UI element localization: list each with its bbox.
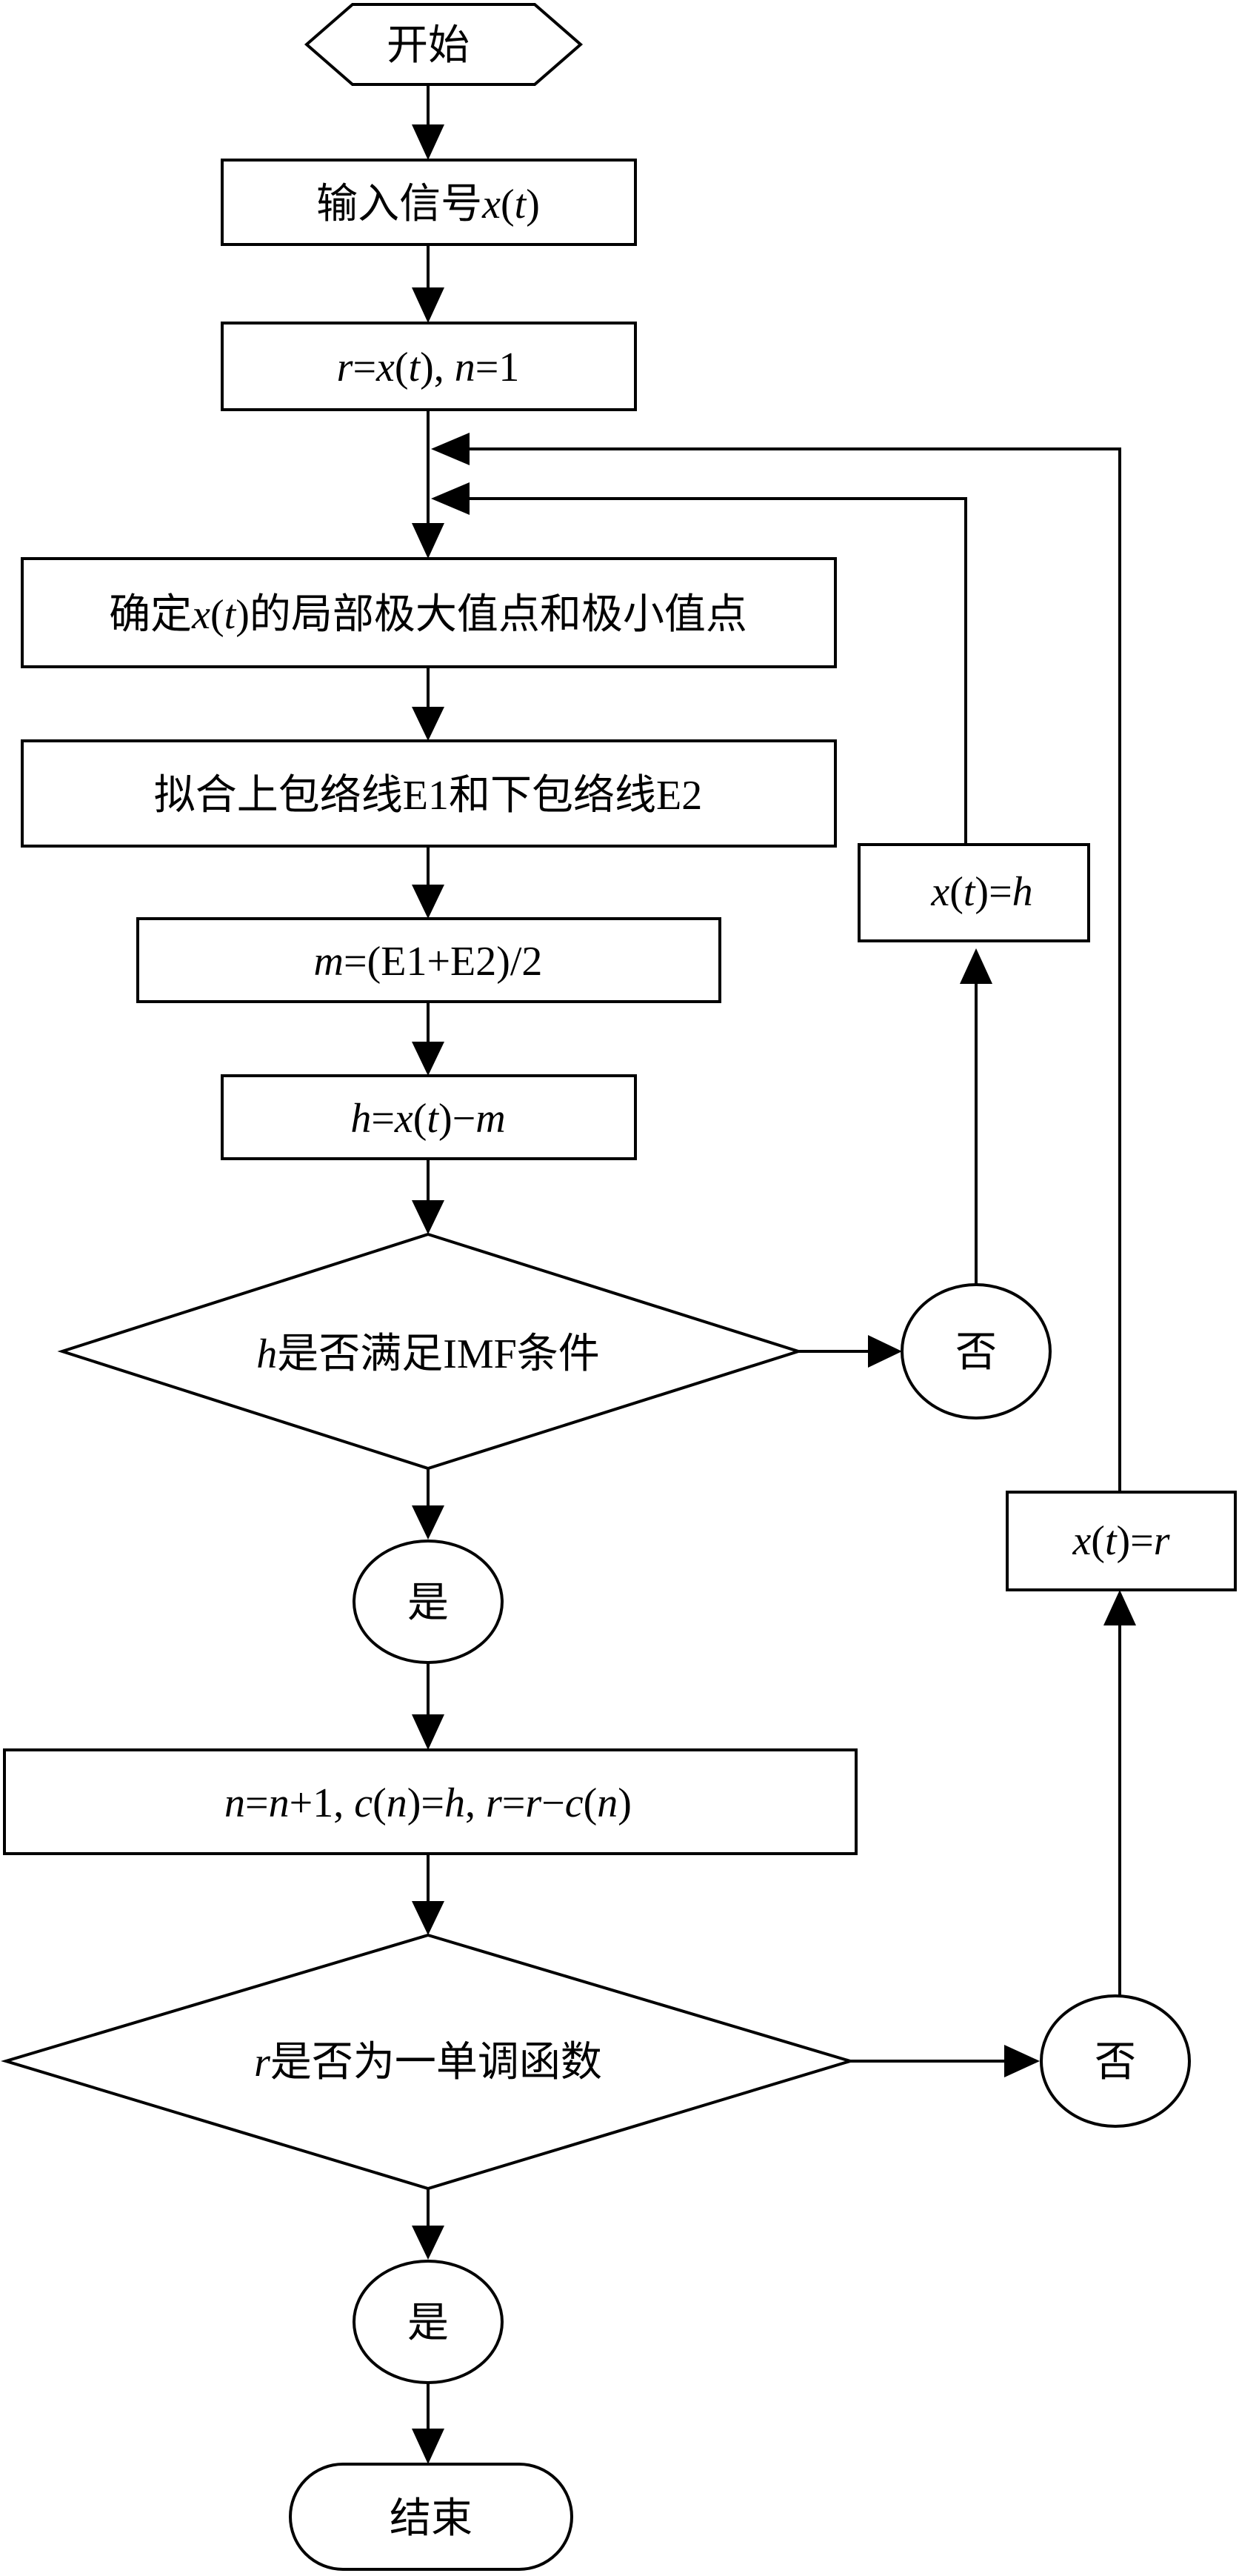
arrowhead [412,287,444,323]
node-diff: h=x(t)−m [221,1074,637,1160]
extrema-label: 确定x(t)的局部极大值点和极小值点 [109,592,747,638]
set-xh-label: x(t)=h [930,869,1032,915]
node-extrema: 确定x(t)的局部极大值点和极小值点 [21,557,837,668]
arrowhead [431,433,470,465]
node-no-mono: 否 [1040,1994,1191,2128]
set-xr-label: x(t)=r [1072,1518,1169,1564]
yes-mono-ellipse [353,2260,504,2384]
arrowhead [960,948,992,984]
node-yes-imf: 是 [353,1540,504,1664]
node-init: r=x(t), n=1 [221,322,637,411]
start-label: 开始 [387,23,470,69]
arrowhead [431,482,470,515]
envelope-box [21,739,837,848]
arrowhead [412,124,444,160]
node-input: 输入信号x(t) [221,159,637,246]
update-box [3,1748,858,1855]
no-mono-ellipse [1040,1994,1191,2128]
node-set-xh: x(t)=h [858,843,1090,942]
no-imf-ellipse [901,1283,1052,1420]
arrowhead [412,2226,444,2260]
node-check-mono: r是否为一单调函数 [1,1933,855,2191]
arrowhead [412,1505,444,1540]
node-envelope: 拟合上包络线E1和下包络线E2 [21,739,837,848]
node-check-imf: h是否满足IMF条件 [57,1232,804,1471]
arrowhead [412,1200,444,1234]
mean-box [136,917,721,1003]
arrowhead [1103,1590,1136,1625]
node-mean: m=(E1+E2)/2 [136,917,721,1003]
check-mono-label: r是否为一单调函数 [254,2040,602,2086]
extrema-box [21,557,837,668]
set-xh-box [858,843,1090,942]
arrowhead [412,523,444,559]
check-imf-diamond [57,1232,804,1471]
end-terminal [289,2463,573,2571]
no-imf-label: 否 [955,1330,997,1376]
init-label: r=x(t), n=1 [337,345,520,390]
node-start: 开始 [304,3,584,86]
input-box [221,159,637,246]
check-mono-diamond [1,1933,855,2191]
mean-label: m=(E1+E2)/2 [314,939,543,985]
edge-set-xh-loop [468,497,967,845]
arrowhead [412,2429,444,2464]
node-yes-mono: 是 [353,2260,504,2384]
arrowhead [412,885,444,919]
set-xr-box [1006,1491,1237,1591]
node-no-imf: 否 [901,1283,1052,1420]
update-label: n=n+1, c(n)=h, r=r−c(n) [224,1780,632,1826]
check-imf-label: h是否满足IMF条件 [256,1331,600,1377]
arrowhead [412,1714,444,1750]
init-box [221,322,637,411]
node-update: n=n+1, c(n)=h, r=r−c(n) [3,1748,858,1855]
node-set-xr: x(t)=r [1006,1491,1237,1591]
diff-box [221,1074,637,1160]
arrowhead [868,1335,902,1368]
input-label: 输入信号x(t) [316,182,540,227]
envelope-label: 拟合上包络线E1和下包络线E2 [154,773,702,819]
yes-mono-label: 是 [407,2300,449,2346]
edge-set-xr-loop [468,447,1121,1492]
start-hexagon [304,3,584,86]
no-mono-label: 否 [1095,2040,1136,2086]
arrowhead [412,1042,444,1076]
yes-imf-label: 是 [407,1580,449,1626]
yes-imf-ellipse [353,1540,504,1664]
arrowhead [412,1901,444,1935]
arrowhead [1004,2045,1040,2077]
arrowhead [412,707,444,741]
end-label: 结束 [390,2496,472,2542]
diff-label: h=x(t)−m [350,1096,505,1142]
edges [412,84,1136,2464]
node-end: 结束 [289,2463,573,2571]
